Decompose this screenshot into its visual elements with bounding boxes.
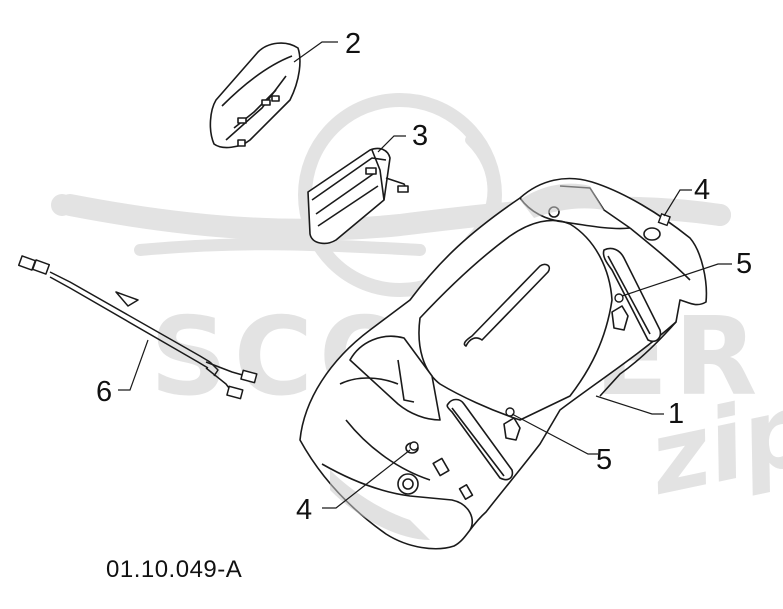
leader-lines bbox=[118, 41, 732, 509]
leader-2 bbox=[293, 41, 338, 63]
part-5-bulb-top bbox=[614, 293, 624, 303]
leader-1 bbox=[595, 395, 664, 415]
watermark-dot-right bbox=[709, 204, 731, 226]
leader-6 bbox=[118, 339, 149, 391]
leader-5-bottom bbox=[511, 413, 598, 455]
drawing-code: 01.10.049-A bbox=[106, 556, 243, 583]
part-3-lamp bbox=[307, 147, 409, 245]
callout-4-bottom: 4 bbox=[296, 494, 313, 526]
watermark-dot-left bbox=[51, 194, 73, 216]
callout-2: 2 bbox=[345, 28, 362, 60]
leader-5-top bbox=[621, 263, 732, 297]
callout-5-top: 5 bbox=[736, 248, 753, 280]
callout-3: 3 bbox=[412, 120, 429, 152]
callout-6: 6 bbox=[96, 376, 113, 408]
callout-5-bottom: 5 bbox=[596, 444, 613, 476]
part-4-bulb-top bbox=[657, 212, 671, 227]
part-4-bulb-bottom bbox=[409, 441, 419, 451]
part-2-cover bbox=[209, 42, 301, 149]
callout-4-top: 4 bbox=[694, 174, 711, 206]
callout-1: 1 bbox=[668, 398, 685, 430]
leader-4-bottom bbox=[322, 449, 411, 509]
housing-shading bbox=[330, 183, 604, 540]
leader-4-top bbox=[663, 189, 692, 217]
leader-3 bbox=[377, 135, 406, 153]
part-6-harness bbox=[17, 255, 258, 400]
